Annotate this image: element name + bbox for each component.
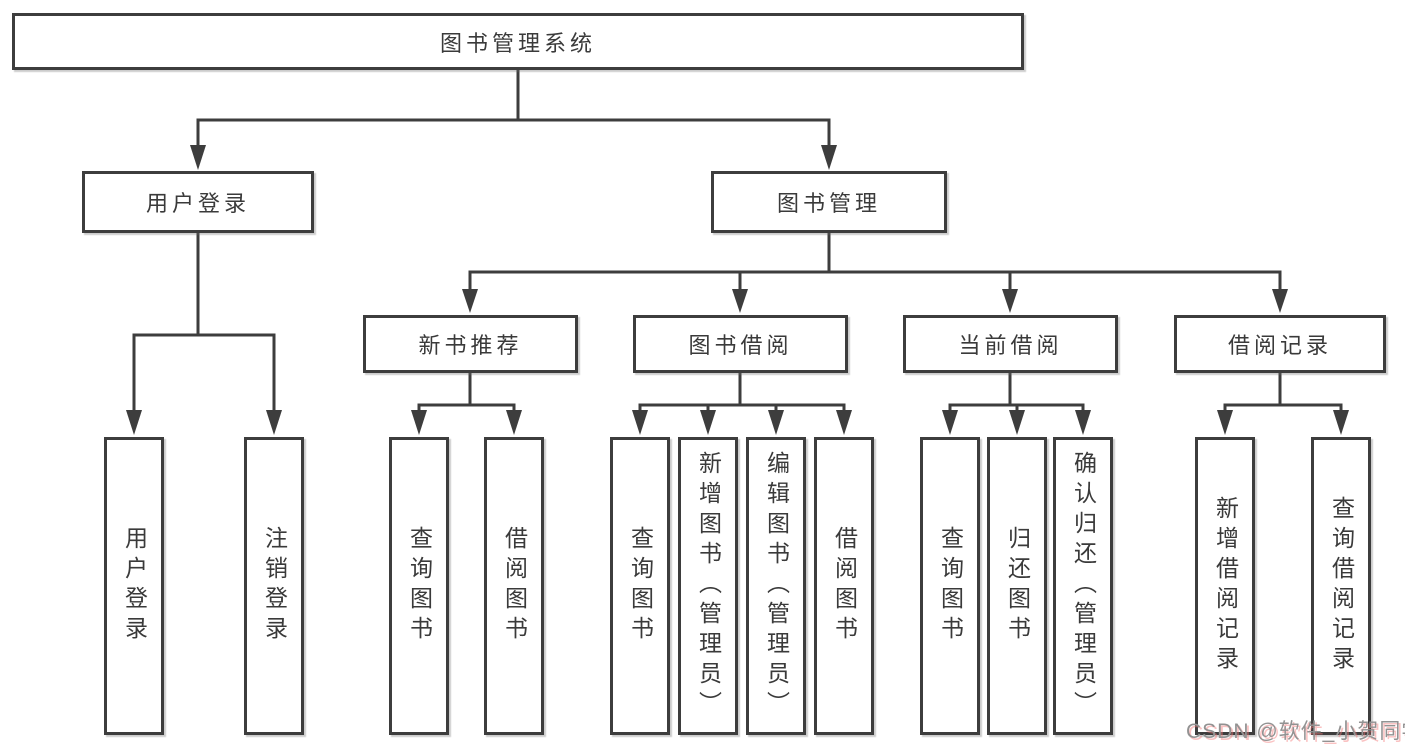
leaf-add-borrow-record: 新增借阅记录	[1195, 437, 1255, 735]
section-borrow-records: 借阅记录	[1174, 315, 1386, 373]
leaf-edit-books-admin: 编辑图书（管理员）	[746, 437, 806, 735]
section-current-borrow: 当前借阅	[903, 315, 1118, 373]
leaf-query-books-3: 查询图书	[920, 437, 980, 735]
arrowhead	[1009, 410, 1025, 435]
leaf-logout: 注销登录	[244, 437, 304, 735]
arrowhead	[462, 289, 478, 313]
leaf-return-books: 归还图书	[987, 437, 1047, 735]
arrowhead	[942, 410, 958, 435]
arrowhead	[266, 410, 282, 435]
module-user-login: 用户登录	[82, 171, 314, 233]
arrowhead	[411, 410, 427, 435]
csdn-watermark: CSDN @软件_小贺同学	[1186, 720, 1405, 743]
connector-bookborrow-to-leaves	[638, 371, 846, 414]
arrowhead	[768, 410, 784, 435]
leaf-query-borrow-record: 查询借阅记录	[1311, 437, 1371, 735]
root-node-library-management-system: 图书管理系统	[12, 13, 1024, 70]
arrowhead	[821, 145, 837, 170]
connector-newbook-to-leaves	[417, 371, 516, 414]
arrowhead	[1272, 289, 1288, 313]
arrowhead	[1217, 410, 1233, 435]
leaf-add-books-admin: 新增图书（管理员）	[678, 437, 738, 735]
section-book-borrow: 图书借阅	[633, 315, 848, 373]
arrowhead	[632, 410, 648, 435]
module-book-management: 图书管理	[711, 171, 947, 233]
connector-bookmgmt-to-sections	[468, 231, 1282, 294]
leaf-query-books-1: 查询图书	[389, 437, 449, 735]
arrowhead	[190, 145, 206, 170]
arrowhead	[126, 410, 142, 435]
arrowhead	[506, 410, 522, 435]
arrowhead	[700, 410, 716, 435]
connector-currentborrow-to-leaves	[948, 371, 1085, 414]
connector-userlogin-to-leaves	[132, 231, 276, 415]
arrowhead	[836, 410, 852, 435]
leaf-confirm-return-admin: 确认归还（管理员）	[1053, 437, 1113, 735]
connector-root-to-level2	[196, 68, 831, 150]
arrowhead	[732, 289, 748, 313]
arrowhead	[1075, 410, 1091, 435]
arrowhead	[1002, 289, 1018, 313]
arrowhead	[1333, 410, 1349, 435]
section-new-book-recommend: 新书推荐	[363, 315, 578, 373]
leaf-user-login: 用户登录	[104, 437, 164, 735]
connector-borrowrecords-to-leaves	[1223, 371, 1343, 414]
leaf-query-books-2: 查询图书	[610, 437, 670, 735]
leaf-borrow-books-2: 借阅图书	[814, 437, 874, 735]
leaf-borrow-books-1: 借阅图书	[484, 437, 544, 735]
